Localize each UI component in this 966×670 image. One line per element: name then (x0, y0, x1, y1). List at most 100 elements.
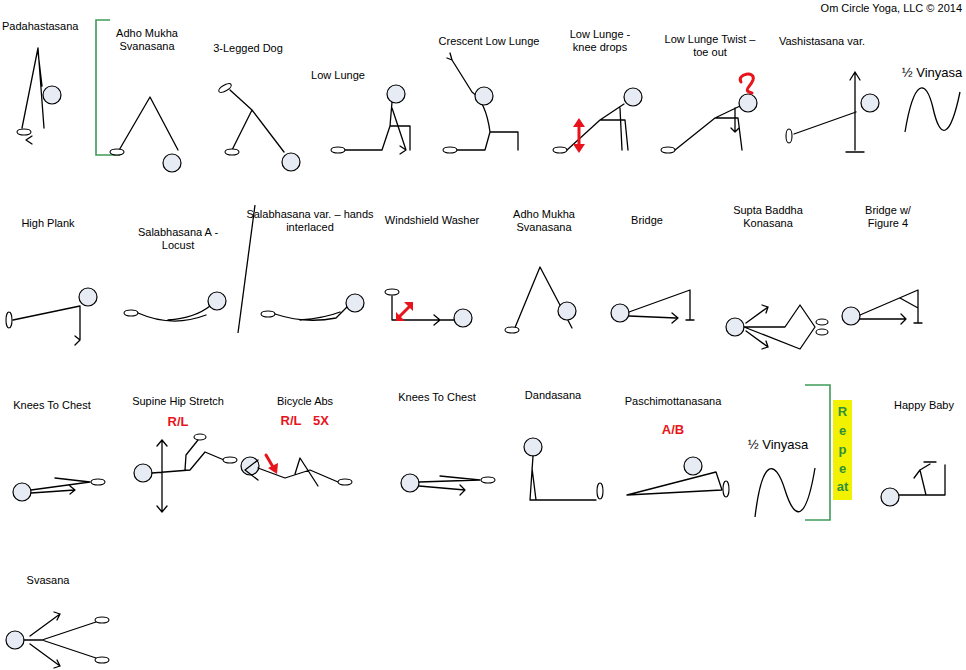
figure-stroke (481, 477, 495, 483)
figure-stroke (43, 86, 61, 104)
repeat-note: R/L (158, 414, 198, 429)
figure-stroke (573, 118, 585, 153)
figure-stroke (786, 129, 792, 143)
pose-name: Crescent Low Lunge (429, 35, 549, 48)
figure-stroke (881, 488, 899, 506)
figure-stroke (744, 305, 815, 349)
figure-stroke (475, 87, 493, 105)
pose-name: Dandasana (513, 389, 593, 402)
figure-stroke (95, 617, 109, 623)
crescent-lunge-figure (443, 53, 518, 153)
pose-name: Om Circle Yoga, LLC © 2014 (802, 2, 962, 15)
figure-stroke (514, 267, 572, 330)
lunge-twist-figure (661, 74, 757, 153)
pose-name: Bridge w/ Figure 4 (857, 204, 919, 230)
bridge-figure-four (842, 290, 922, 325)
figure-stroke (684, 457, 702, 475)
pose-name: Paschimottanasana (613, 395, 733, 408)
pose-name: 3-Legged Dog (203, 42, 293, 55)
figure-stroke (268, 463, 278, 474)
repeat-bracket (805, 385, 830, 520)
figure-stroke (530, 456, 596, 500)
figure-stroke (194, 434, 206, 440)
figure-stroke (13, 483, 31, 501)
figure-stroke (627, 472, 722, 495)
figure-stroke (245, 458, 338, 486)
figure-stroke (138, 306, 210, 321)
figure-stroke (223, 457, 237, 463)
figure-stroke (816, 319, 828, 325)
happy-baby-figure (881, 462, 945, 506)
figure-stroke (208, 292, 226, 310)
figure-stroke (597, 483, 603, 499)
paschimottanasana-figure (627, 457, 729, 497)
figure-stroke (338, 479, 352, 485)
figure-stroke (385, 289, 399, 295)
downward-dog-figure (505, 267, 576, 333)
pose-name: Knees To Chest (387, 391, 487, 404)
figure-stroke (230, 90, 284, 152)
figure-stroke (726, 318, 744, 336)
vinyasa-wave (905, 88, 960, 132)
pose-name: Low Lunge Twist – toe out (663, 33, 758, 59)
side-plank-figure (786, 72, 879, 152)
pose-name: Knees To Chest (2, 399, 102, 412)
figure-stroke (387, 85, 405, 103)
repeat-note: A/B (653, 422, 693, 437)
supta-baddha-figure (726, 305, 828, 349)
figure-stroke (675, 106, 742, 150)
locust-figure (124, 292, 226, 321)
padahastasana-figure (17, 48, 61, 144)
supine-hip-stretch-figure (134, 434, 237, 512)
figure-stroke (6, 631, 24, 649)
pose-name: Low Lunge - knee drops (560, 28, 640, 54)
figure-stroke (558, 302, 576, 320)
figure-stroke (124, 310, 138, 316)
figure-stroke (13, 306, 80, 345)
figure-stroke (266, 455, 273, 467)
pose-name: Salabhasana A - Locust (132, 226, 224, 252)
pose-name: Supta Baddha Konasana (727, 204, 809, 230)
figure-stroke (261, 311, 275, 317)
figure-stroke (396, 302, 413, 321)
figure-stroke (860, 290, 922, 324)
repeat-text: Repeat (836, 403, 849, 497)
windshield-washer-figure (385, 289, 472, 327)
knees-to-chest-figure (401, 474, 495, 495)
figure-stroke (624, 88, 642, 106)
pose-name: Supine Hip Stretch (123, 395, 233, 408)
figure-stroke (346, 294, 364, 312)
figure-stroke (6, 312, 12, 328)
figure-stroke (118, 97, 178, 152)
figure-stroke (152, 440, 224, 512)
figure-stroke (524, 438, 542, 456)
figure-stroke (392, 296, 455, 325)
pose-name: Bicycle Abs (265, 395, 345, 408)
sequence-bracket (96, 20, 120, 155)
pose-name: Svasana (8, 574, 88, 587)
figure-stroke (740, 74, 753, 93)
figure-stroke (31, 478, 90, 494)
figure-stroke (578, 125, 581, 146)
figure-stroke (443, 147, 457, 153)
downward-dog-figure (110, 97, 181, 172)
knees-to-chest-figure (13, 478, 105, 501)
figure-stroke (553, 147, 567, 153)
figure-stroke (899, 462, 945, 495)
pose-name: Vashistasana var. (767, 35, 877, 48)
figure-stroke (794, 72, 864, 152)
pose-name: Bridge (617, 214, 677, 227)
figure-stroke (217, 82, 232, 94)
pose-name: Windshield Washer (377, 214, 487, 227)
vinyasa-wave (755, 468, 815, 517)
bicycle-abs-figure (241, 455, 352, 486)
pose-name: Salabhasana var. – hands interlaced (243, 208, 378, 234)
figure-stroke (95, 657, 109, 663)
svasana-figure (6, 612, 109, 668)
figure-stroke (331, 147, 345, 153)
pose-name: Padahastasana (2, 20, 92, 33)
figure-stroke (26, 136, 32, 144)
figure-stroke (661, 147, 675, 153)
figure-stroke (454, 309, 472, 327)
